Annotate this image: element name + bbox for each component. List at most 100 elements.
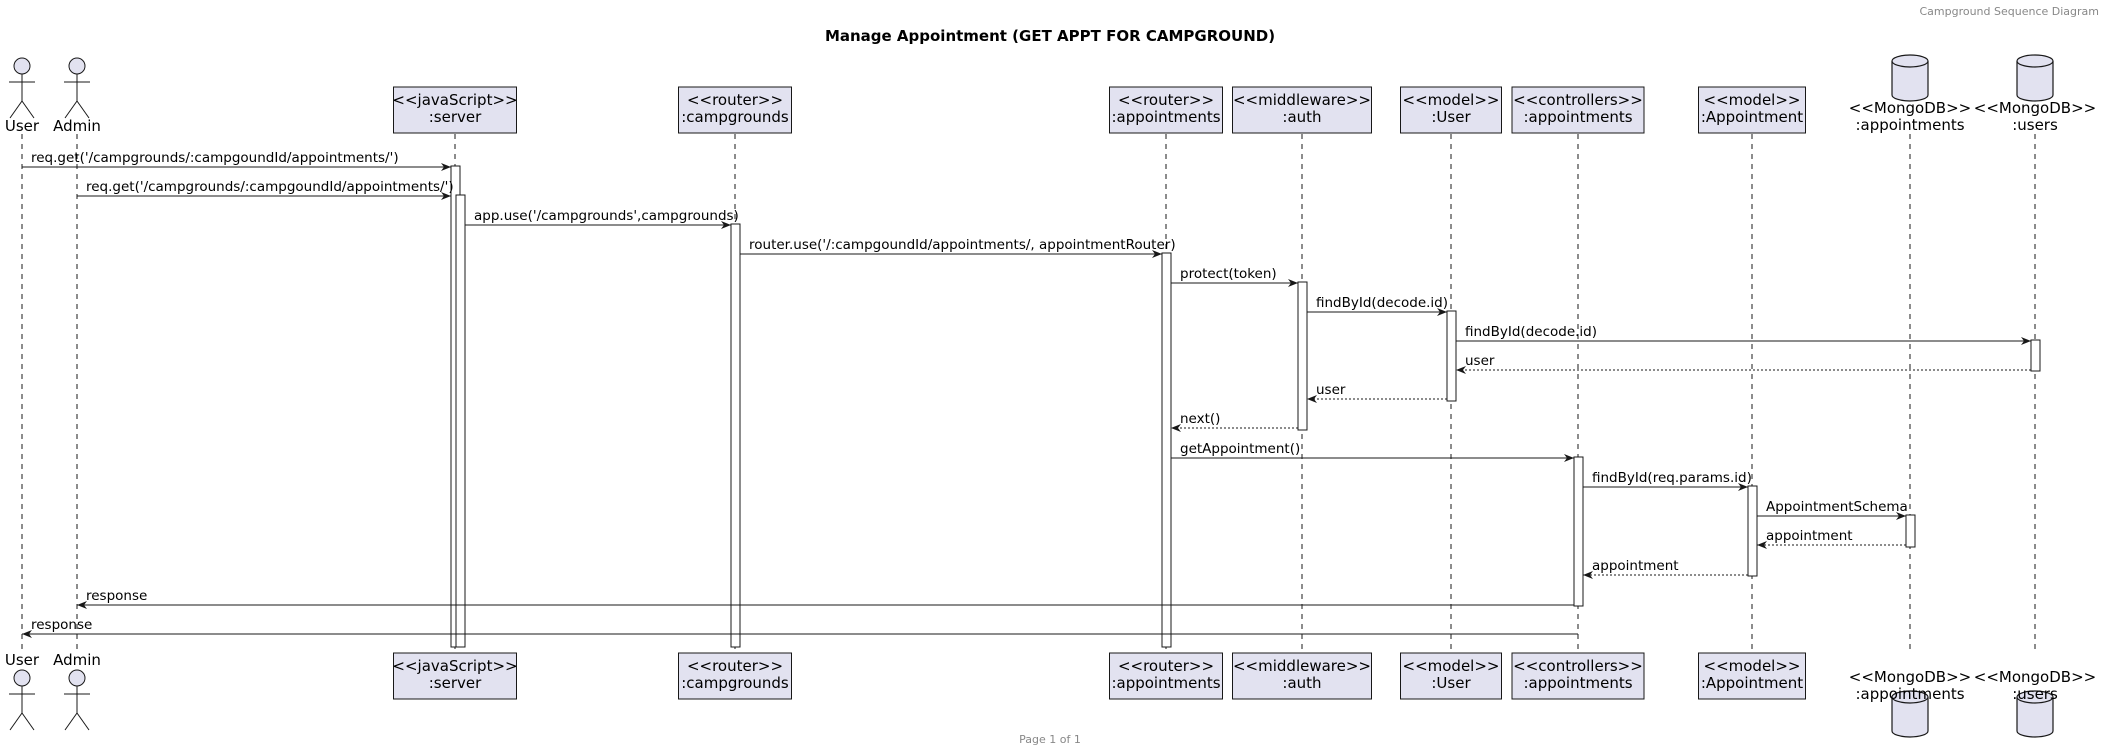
participants-bottom: User Admin <<javaScript>>:server <<router>>… bbox=[5, 651, 2096, 738]
participant-box bbox=[1698, 652, 1806, 700]
message-16: response bbox=[77, 588, 1574, 609]
arrowhead bbox=[1583, 571, 1593, 579]
participant-label: <<controllers>> bbox=[1513, 91, 1643, 109]
participant-userModel-top: <<model>>:User bbox=[1400, 86, 1502, 134]
page-footer: Page 1 of 1 bbox=[1019, 733, 1081, 746]
activation-bar-userModel bbox=[1446, 310, 1457, 402]
activation-bar-server bbox=[455, 194, 466, 648]
actor-label: Admin bbox=[53, 117, 101, 135]
participant-box bbox=[393, 86, 517, 134]
message-11: getAppointment() bbox=[1171, 441, 1574, 462]
participant-campgrounds-bottom: <<router>>:campgrounds bbox=[678, 652, 792, 700]
participant-routerAppointments-top: <<router>>:appointments bbox=[1109, 86, 1223, 134]
participant-campgrounds-top: <<router>>:campgrounds bbox=[678, 86, 792, 134]
message-17: response bbox=[22, 617, 1578, 638]
message-15: appointment bbox=[1583, 558, 1748, 579]
message-label: appointment bbox=[1766, 528, 1853, 544]
message-label: user bbox=[1316, 382, 1346, 398]
message-5: protect(token) bbox=[1171, 266, 1298, 287]
participant-controllers-top: <<controllers>>:appointments bbox=[1511, 86, 1645, 134]
message-label: appointment bbox=[1592, 558, 1679, 574]
message-13: AppointmentSchema bbox=[1757, 499, 1908, 520]
message-3: app.use('/campgrounds',campgrounds) bbox=[465, 208, 739, 229]
participant-label: :appointments bbox=[1111, 674, 1220, 692]
arrowhead bbox=[441, 163, 451, 171]
database-label: :appointments bbox=[1855, 116, 1964, 134]
participant-box bbox=[678, 652, 792, 700]
participant-box bbox=[678, 86, 792, 134]
message-6: findById(decode.id) bbox=[1307, 295, 1448, 316]
participant-admin-top: Admin bbox=[53, 57, 101, 135]
arrowhead bbox=[2021, 337, 2031, 345]
participant-label: <<controllers>> bbox=[1513, 657, 1643, 675]
participant-label: <<middleware>> bbox=[1233, 91, 1371, 109]
participant-label: :User bbox=[1431, 108, 1471, 126]
database-label: :users bbox=[2012, 116, 2058, 134]
database-icon bbox=[2016, 54, 2054, 102]
arrowhead bbox=[1152, 250, 1162, 258]
participant-user-bottom: User bbox=[5, 651, 40, 731]
participant-label: <<router>> bbox=[687, 657, 783, 675]
participant-label: <<router>> bbox=[1118, 91, 1214, 109]
message-label: findById(decode.id) bbox=[1465, 324, 1597, 340]
message-4: router.use('/:campgoundId/appointments/,… bbox=[740, 237, 1176, 258]
arrowhead bbox=[441, 192, 451, 200]
participant-label: :User bbox=[1431, 674, 1471, 692]
activation-bar-routerAppointments bbox=[1161, 252, 1172, 648]
participant-mongoAppointments-bottom: <<MongoDB>>:appointments bbox=[1849, 668, 1971, 738]
actor-icon bbox=[64, 669, 90, 731]
arrowhead bbox=[721, 221, 731, 229]
participant-label: :server bbox=[429, 108, 482, 126]
message-label: user bbox=[1465, 353, 1495, 369]
participant-server-bottom: <<javaScript>>:server bbox=[392, 652, 518, 700]
message-label: findById(decode.id) bbox=[1316, 295, 1448, 311]
message-label: findById(req.params.id) bbox=[1592, 470, 1752, 486]
participant-box bbox=[1511, 652, 1645, 700]
database-label: <<MongoDB>> bbox=[1974, 99, 2096, 117]
participant-routerAppointments-bottom: <<router>>:appointments bbox=[1109, 652, 1223, 700]
message-14: appointment bbox=[1757, 528, 1906, 549]
participant-label: <<model>> bbox=[1704, 657, 1801, 675]
message-label: router.use('/:campgoundId/appointments/,… bbox=[749, 237, 1176, 253]
activation-bar-auth bbox=[1297, 281, 1308, 431]
message-2: req.get('/campgrounds/:campgoundId/appoi… bbox=[77, 179, 454, 200]
activation-bar-mongoUsers bbox=[2030, 339, 2041, 372]
actor-label: User bbox=[5, 651, 40, 669]
message-label: req.get('/campgrounds/:campgoundId/appoi… bbox=[31, 150, 399, 166]
lifelines bbox=[21, 134, 2036, 651]
activation-bar-mongoAppointments bbox=[1905, 514, 1916, 548]
participant-mongoAppointments-top: <<MongoDB>>:appointments bbox=[1849, 54, 1971, 134]
database-label: :users bbox=[2012, 685, 2058, 703]
arrowhead bbox=[1437, 308, 1447, 316]
actor-label: Admin bbox=[53, 651, 101, 669]
participant-admin-bottom: Admin bbox=[53, 651, 101, 731]
arrowhead bbox=[1171, 424, 1181, 432]
participant-label: :auth bbox=[1282, 108, 1321, 126]
arrowhead bbox=[1307, 395, 1317, 403]
message-label: response bbox=[86, 588, 147, 604]
database-icon bbox=[1891, 54, 1929, 102]
participant-label: :appointments bbox=[1111, 108, 1220, 126]
activation-bar-campgrounds bbox=[730, 223, 741, 648]
participant-box bbox=[393, 652, 517, 700]
participant-appointmentModel-top: <<model>>:Appointment bbox=[1698, 86, 1806, 134]
participant-label: <<model>> bbox=[1403, 657, 1500, 675]
arrowhead bbox=[1456, 366, 1466, 374]
message-9: user bbox=[1307, 382, 1447, 403]
participant-box bbox=[1698, 86, 1806, 134]
participant-box bbox=[1400, 86, 1502, 134]
participant-label: <<javaScript>> bbox=[392, 657, 517, 675]
participant-box bbox=[1400, 652, 1502, 700]
participant-label: :auth bbox=[1282, 674, 1321, 692]
message-label: getAppointment() bbox=[1180, 441, 1300, 457]
activation-bar-appointmentModel bbox=[1747, 485, 1758, 577]
message-1: req.get('/campgrounds/:campgoundId/appoi… bbox=[22, 150, 451, 171]
diagram-title: Manage Appointment (GET APPT FOR CAMPGRO… bbox=[825, 27, 1275, 45]
database-label: <<MongoDB>> bbox=[1849, 668, 1971, 686]
arrowhead bbox=[77, 601, 87, 609]
messages: req.get('/campgrounds/:campgoundId/appoi… bbox=[22, 150, 2031, 638]
message-12: findById(req.params.id) bbox=[1583, 470, 1752, 491]
participant-controllers-bottom: <<controllers>>:appointments bbox=[1511, 652, 1645, 700]
activation-bar-controllers bbox=[1573, 456, 1584, 607]
arrowhead bbox=[1738, 483, 1748, 491]
